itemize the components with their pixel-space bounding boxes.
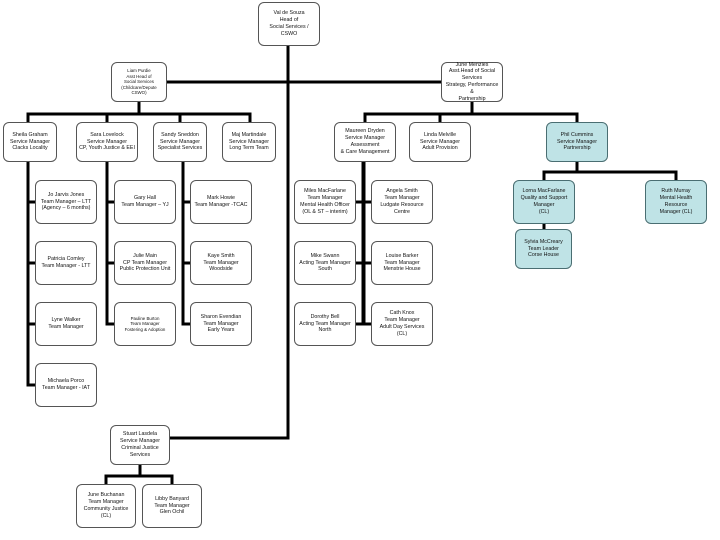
node-asst-head-childcare: Liam Purdie Asst Head of Social Services… [111, 62, 167, 102]
node-text: Julie Main CP Team Manager Public Protec… [119, 252, 171, 273]
node-text: Cath Knox Team Manager Adult Day Service… [379, 310, 425, 337]
node-team-manager-menstrie: Louise Barker Team Manager Menstrie Hous… [371, 241, 433, 285]
node-team-manager-fostering: Pauline Burton Team Manager Fostering & … [114, 302, 176, 346]
node-text: Dorothy Bell Acting Team Manager North [299, 313, 351, 334]
node-text: Maj Martindale Service Manager Long Term… [228, 131, 270, 152]
node-text: Angela Smith Team Manager Ludgate Resour… [380, 188, 424, 215]
node-cp-team-manager: Julie Main CP Team Manager Public Protec… [114, 241, 176, 285]
node-text: Sara Lovelock Service Manager CP, Youth … [79, 131, 135, 152]
node-text: Louise Barker Team Manager Menstrie Hous… [383, 252, 421, 273]
node-text: Sharon Evendian Team Manager Early Years [200, 313, 242, 334]
node-text: Jo Jarvis Jones Team Manager – LTT (Agen… [40, 191, 92, 212]
node-text: Pauline Burton Team Manager Fostering & … [124, 315, 166, 332]
node-team-manager-early-years: Sharon Evendian Team Manager Early Years [190, 302, 252, 346]
node-team-manager-ludgate: Angela Smith Team Manager Ludgate Resour… [371, 180, 433, 224]
node-text: Linda Melville Service Manager Adult Pro… [419, 131, 461, 152]
node-text: Sheila Graham Service Manager Clacks Loc… [9, 131, 51, 152]
node-text: Stuart Lasdela Service Manager Criminal … [119, 431, 161, 458]
node-text: Mike Swann Acting Team Manager South [299, 252, 351, 273]
node-team-leader-corse-house: Sylvia McCreary Team Leader Corse House [515, 229, 572, 269]
node-service-manager-clacks: Sheila Graham Service Manager Clacks Loc… [3, 122, 57, 162]
node-asst-head-strategy: June Menzies Asst.Head of Social Service… [441, 62, 503, 102]
node-text: Michaela Porco Team Manager - IAT [42, 378, 90, 391]
node-team-manager-ltt-agency: Jo Jarvis Jones Team Manager – LTT (Agen… [35, 180, 97, 224]
node-text: Miles MacFarlane Team Manager Mental Hea… [300, 188, 350, 215]
node-text: Val de Souza Head of Social Services / C… [269, 10, 309, 37]
node-text: Gary Hall Team Manager – YJ [121, 195, 169, 208]
node-text: June Menzies Asst.Head of Social Service… [445, 61, 499, 102]
node-team-manager-mho: Miles MacFarlane Team Manager Mental Hea… [294, 180, 356, 224]
node-text: Lyne Walker Team Manager [48, 317, 84, 330]
node-team-manager-lyne-walker: Lyne Walker Team Manager [35, 302, 97, 346]
node-team-manager-yj: Gary Hall Team Manager – YJ [114, 180, 176, 224]
node-text: Phil Cummins Service Manager Partnership [556, 131, 598, 152]
node-text: Libby Banyard Team Manager Glen Ochil [154, 495, 190, 516]
node-text: Lorna MacFarlane Quality and Support Man… [520, 188, 568, 215]
node-service-manager-long-term: Maj Martindale Service Manager Long Term… [222, 122, 276, 162]
node-acting-team-manager-south: Mike Swann Acting Team Manager South [294, 241, 356, 285]
node-text: Sylvia McCreary Team Leader Corse House [524, 238, 563, 259]
node-text: Ruth Murray Mental Health Resource Manag… [659, 188, 693, 215]
node-team-manager-glen-ochil: Libby Banyard Team Manager Glen Ochil [142, 484, 202, 528]
node-team-manager-iat: Michaela Porco Team Manager - IAT [35, 363, 97, 407]
node-text: Mark Howie Team Manager -TCAC [194, 195, 248, 208]
node-service-manager-criminal-justice: Stuart Lasdela Service Manager Criminal … [110, 425, 170, 465]
node-service-manager-partnership: Phil Cummins Service Manager Partnership [546, 122, 608, 162]
node-acting-team-manager-north: Dorothy Bell Acting Team Manager North [294, 302, 356, 346]
node-team-manager-ltt: Patricia Comley Team Manager - LTT [35, 241, 97, 285]
node-text: Patricia Comley Team Manager - LTT [41, 256, 91, 269]
node-text: Sandy Sneddon Service Manager Specialist… [157, 131, 203, 152]
node-team-manager-community-justice: June Buchanan Team Manager Community Jus… [76, 484, 136, 528]
node-text: Liam Purdie Asst Head of Social Services… [121, 67, 157, 96]
node-team-manager-woodside: Kaye Smith Team Manager Woodside [190, 241, 252, 285]
node-team-manager-tcac: Mark Howie Team Manager -TCAC [190, 180, 252, 224]
node-team-manager-adult-day: Cath Knox Team Manager Adult Day Service… [371, 302, 433, 346]
node-service-manager-cp-yj: Sara Lovelock Service Manager CP, Youth … [76, 122, 138, 162]
node-service-manager-adult-provision: Linda Melville Service Manager Adult Pro… [409, 122, 471, 162]
node-service-manager-assessment: Maureen Dryden Service Manager Assessmen… [334, 122, 396, 162]
node-text: Maureen Dryden Service Manager Assessmen… [340, 128, 390, 155]
node-head-of-social-services: Val de Souza Head of Social Services / C… [258, 2, 320, 46]
node-service-manager-specialist: Sandy Sneddon Service Manager Specialist… [153, 122, 207, 162]
node-text: Kaye Smith Team Manager Woodside [203, 252, 239, 273]
node-text: June Buchanan Team Manager Community Jus… [83, 492, 129, 519]
node-quality-support-manager: Lorna MacFarlane Quality and Support Man… [513, 180, 575, 224]
node-mh-resource-manager: Ruth Murray Mental Health Resource Manag… [645, 180, 707, 224]
